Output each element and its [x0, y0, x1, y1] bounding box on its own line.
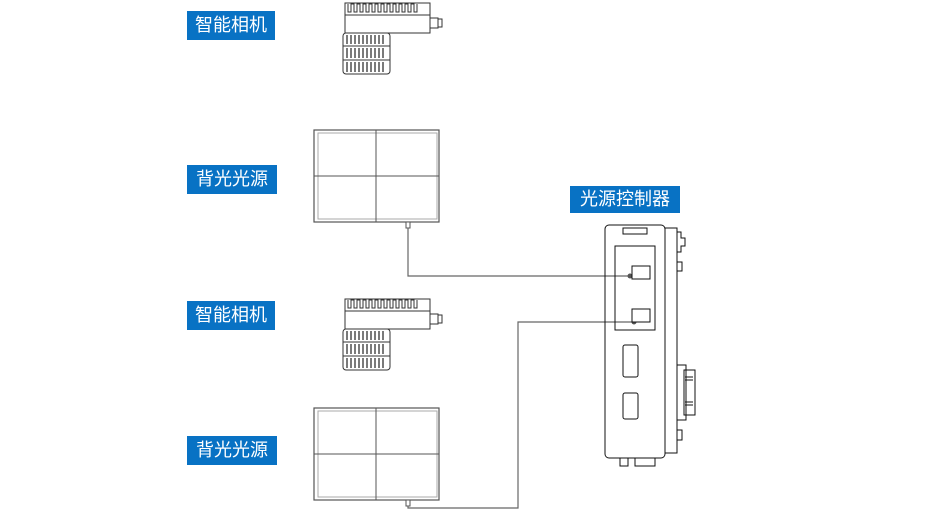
label-smart-camera-1: 智能相机 — [187, 11, 275, 40]
light-controller-drawing — [604, 224, 696, 467]
backlight-2-drawing — [313, 407, 440, 507]
cable-backlight-1 — [407, 228, 630, 277]
port-dot-1 — [627, 273, 633, 279]
label-backlight-1: 背光光源 — [187, 165, 277, 194]
smart-camera-2-drawing — [342, 298, 443, 371]
smart-camera-1-drawing — [342, 2, 443, 75]
label-smart-camera-2: 智能相机 — [187, 301, 275, 330]
label-light-controller: 光源控制器 — [570, 186, 680, 213]
label-backlight-2: 背光光源 — [187, 436, 277, 465]
backlight-1-drawing — [313, 129, 440, 229]
cable-backlight-2 — [407, 321, 634, 509]
